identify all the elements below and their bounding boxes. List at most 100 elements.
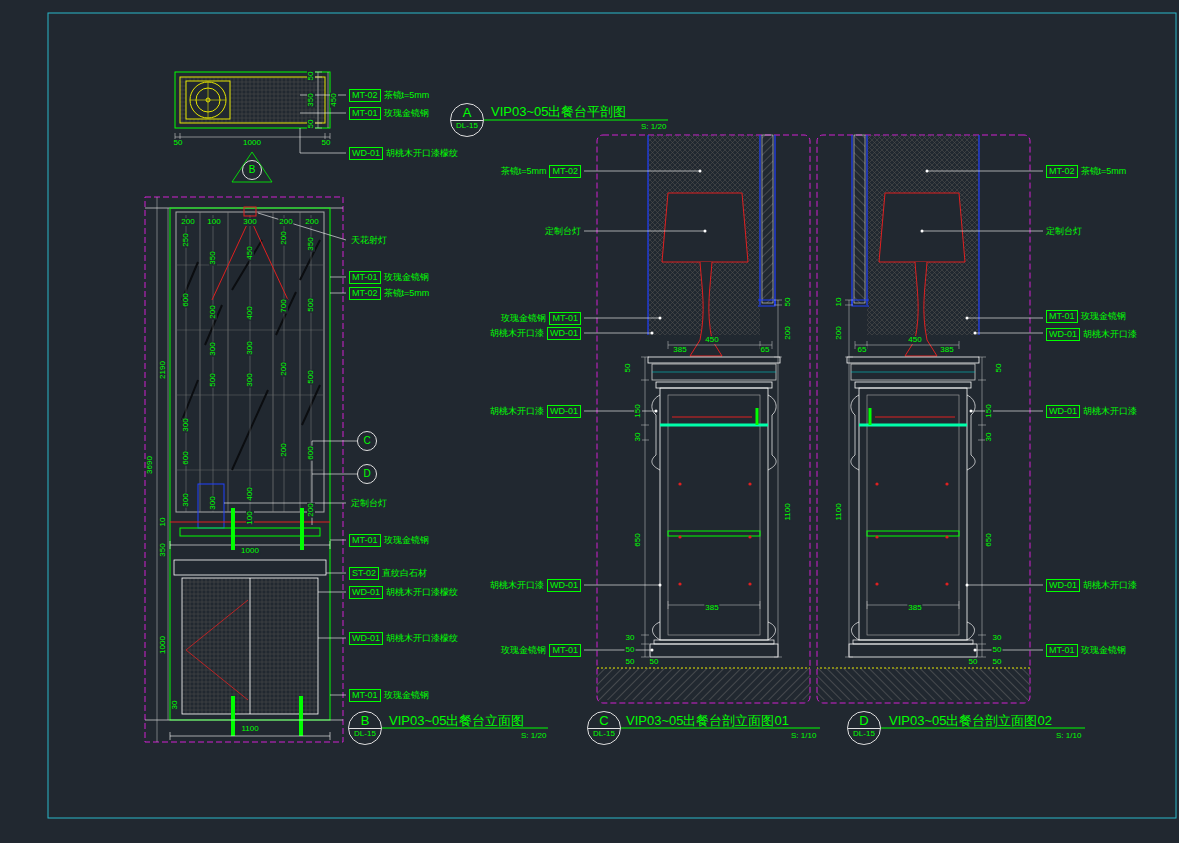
dimension-text: 600 (307, 445, 315, 460)
dimension-text: 50 (784, 297, 792, 308)
section-view (584, 135, 810, 703)
dimension-text: 350 (159, 542, 167, 557)
material-code: MT-01 (349, 107, 381, 120)
dimension-text: 450 (907, 336, 922, 344)
view-title: VIP03~05出餐台立面图 (388, 714, 525, 727)
plan-view (175, 72, 668, 182)
dimension-text: 100 (246, 510, 254, 525)
section-letter: D (358, 469, 376, 479)
material-name: 胡桃木开口漆 (1083, 330, 1137, 339)
dimension-text: 450 (704, 336, 719, 344)
section-letter: C (358, 436, 376, 446)
material-tag: 胡桃木开口漆WD-01 (489, 404, 582, 419)
material-tag: WD-01胡桃木开口漆 (1045, 404, 1138, 419)
dimension-text: 385 (704, 604, 719, 612)
material-code: WD-01 (349, 586, 383, 599)
dimension-text: 350 (307, 92, 315, 107)
material-name: 胡桃木开口漆 (1083, 581, 1137, 590)
material-tag: WD-01胡桃木开口漆檬纹 (348, 146, 459, 161)
dimension-text: 1000 (159, 635, 167, 655)
dimension-text: 3690 (146, 455, 154, 475)
dimension-text: 500 (307, 369, 315, 384)
material-code: MT-01 (349, 534, 381, 547)
callout-note: 天花射灯 (350, 236, 388, 245)
material-tag: MT-01玫瑰金镜钢 (348, 270, 430, 285)
scale-note: S: 1/20 (640, 123, 667, 131)
dimension-text: 10 (835, 297, 843, 308)
bubble-divider (451, 120, 483, 121)
dimension-text: 300 (209, 341, 217, 356)
material-tag: 玫瑰金镜钢MT-01 (500, 311, 582, 326)
dimension-text: 50 (992, 658, 1003, 666)
dimension-text: 200 (784, 325, 792, 340)
section-bubble: B (242, 160, 262, 180)
sheet-number: DL-15 (848, 730, 880, 738)
callout-note: 定制台灯 (350, 499, 388, 508)
dimension-text: 1100 (835, 502, 843, 521)
dimension-text: 400 (246, 486, 254, 501)
dimension-text: 450 (330, 92, 338, 107)
dimension-text: 50 (307, 71, 315, 82)
bubble-divider (349, 728, 381, 729)
material-code: MT-01 (349, 689, 381, 702)
material-tag: MT-01玫瑰金镜钢 (348, 106, 430, 121)
dimension-text: 150 (634, 403, 642, 418)
material-name: 玫瑰金镜钢 (384, 273, 429, 282)
dimension-text: 500 (209, 372, 217, 387)
material-code: WD-01 (1046, 579, 1080, 592)
material-code: WD-01 (1046, 328, 1080, 341)
front-elevation (145, 197, 548, 742)
dimension-text: 50 (625, 646, 636, 654)
sheet-number: DL-15 (349, 730, 381, 738)
material-tag: MT-01玫瑰金镜钢 (348, 533, 430, 548)
material-tag: WD-01胡桃木开口漆 (1045, 578, 1138, 593)
scale-note: S: 1/20 (520, 732, 547, 740)
dimension-text: 500 (307, 297, 315, 312)
dimension-text: 30 (634, 432, 642, 443)
material-code: WD-01 (547, 405, 581, 418)
callout-note: 定制台灯 (1045, 227, 1083, 236)
material-tag: 玫瑰金镜钢MT-01 (500, 643, 582, 658)
view-title: VIP03~05出餐台剖立面图01 (625, 714, 790, 727)
dimension-text: 50 (173, 139, 184, 147)
dimension-text: 50 (307, 119, 315, 130)
dimension-text: 200 (304, 218, 319, 226)
callout-note: 定制台灯 (544, 227, 582, 236)
section-letter: B (349, 714, 381, 727)
material-tag: MT-02茶镜t=5mm (348, 286, 430, 301)
dimension-text: 1100 (240, 725, 259, 733)
material-tag: WD-01胡桃木开口漆檬纹 (348, 631, 459, 646)
material-name: 胡桃木开口漆檬纹 (386, 149, 458, 158)
dimension-text: 2190 (159, 360, 167, 380)
dimension-text: 350 (209, 250, 217, 265)
section-letter: C (588, 714, 620, 727)
material-code: MT-02 (349, 89, 381, 102)
dimension-text: 600 (182, 292, 190, 307)
material-code: MT-02 (549, 165, 581, 178)
bubble-divider (588, 728, 620, 729)
dimension-text: 385 (939, 346, 954, 354)
dimension-text: 50 (649, 658, 660, 666)
dimension-text: 1000 (242, 139, 262, 147)
dimension-text: 300 (246, 372, 254, 387)
material-name: 玫瑰金镜钢 (384, 536, 429, 545)
title-underline (621, 728, 1085, 729)
scale-note: S: 1/10 (790, 732, 817, 740)
dimension-text: 50 (321, 139, 332, 147)
bubble-divider (848, 728, 880, 729)
material-name: 玫瑰金镜钢 (384, 109, 429, 118)
view-title: VIP03~05出餐台平剖图 (490, 105, 627, 118)
section-letter: D (848, 714, 880, 727)
section-letter: B (243, 165, 261, 175)
dimension-text: 30 (985, 432, 993, 443)
dimension-text: 65 (760, 346, 771, 354)
material-name: 胡桃木开口漆 (490, 407, 544, 416)
dimension-text: 50 (992, 646, 1003, 654)
material-name: 茶镜t=5mm (1081, 167, 1127, 176)
dimension-text: 385 (907, 604, 922, 612)
dimension-text: 300 (182, 417, 190, 432)
dimension-text: 300 (182, 492, 190, 507)
section-view-mirror (817, 135, 1043, 703)
section-bubble: CDL-15 (587, 711, 621, 745)
scale-note: S: 1/10 (1055, 732, 1082, 740)
